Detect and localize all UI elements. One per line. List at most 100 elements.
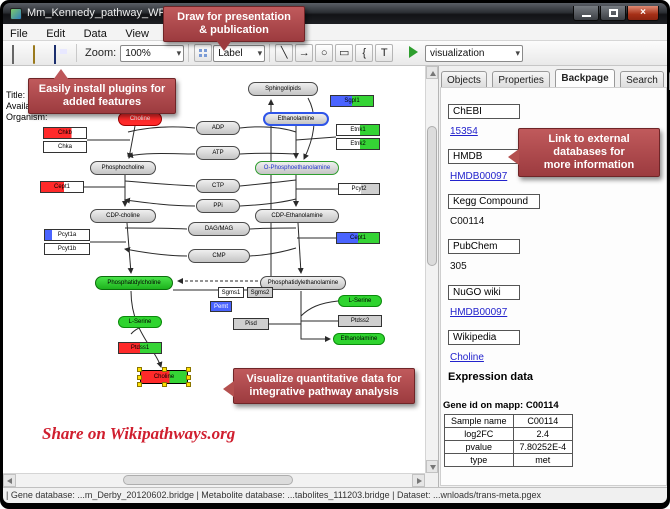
arrow-tool-button[interactable]: →	[295, 44, 314, 62]
selection-handle[interactable]	[137, 382, 142, 387]
callout-visualize: Visualize quantitative data for integrat…	[223, 368, 415, 404]
selection-handle[interactable]	[137, 375, 142, 380]
pathway-node-atp[interactable]: ATP	[196, 146, 240, 160]
table-cell: 7.80252E-4	[512, 440, 574, 454]
save-button[interactable]	[53, 44, 70, 64]
backpage-value-kegg: C00114	[450, 216, 485, 227]
pathway-node-cdp-ethanolamine[interactable]: CDP-Ethanolamine	[255, 209, 339, 223]
table-row: pvalue 7.80252E-4	[444, 440, 574, 454]
line-tool-button[interactable]: ╲	[275, 44, 294, 62]
zoom-combobox[interactable]: 100%▾	[120, 44, 185, 62]
toolbar-separator	[188, 44, 190, 62]
pathway-node-sphingolipids[interactable]: Sphingolipids	[248, 82, 318, 96]
pathway-node-etnk1[interactable]: Etnk1	[336, 124, 380, 136]
pathway-node-sgms1[interactable]: Sgms1	[218, 287, 244, 298]
pathway-node-pemt[interactable]: Pemt	[210, 301, 232, 312]
pathway-node-chkb[interactable]: Chkb	[43, 127, 87, 139]
pathway-node-phosphatidylethanolamine[interactable]: Phosphatidylethanolamine	[260, 276, 346, 290]
brace-tool-button[interactable]: {	[355, 44, 374, 62]
scroll-down-button[interactable]	[426, 460, 438, 473]
pathway-node-l-serine-1[interactable]: L-Serine	[338, 295, 382, 307]
selection-handle[interactable]	[186, 375, 191, 380]
pathway-node-pisd[interactable]: Pisd	[233, 318, 269, 330]
close-button[interactable]: ×	[627, 6, 659, 21]
share-annotation-text: Share on Wikipathways.org	[42, 424, 236, 443]
tab-search[interactable]: Search	[620, 71, 664, 90]
table-row: type met	[444, 453, 574, 467]
new-file-icon	[12, 44, 14, 64]
pathway-node-phosphocholine[interactable]: Phosphocholine	[90, 161, 156, 175]
selection-handle[interactable]	[162, 367, 167, 372]
pathway-node-sgms2[interactable]: Sgms2	[247, 287, 273, 298]
chevron-down-icon: ▾	[515, 48, 520, 58]
maximize-button[interactable]	[600, 6, 626, 21]
oval-tool-button[interactable]: ○	[315, 44, 334, 62]
backpage-link-hmdb[interactable]: HMDB00097	[450, 171, 508, 182]
menubar: File Edit Data View Plugins Help	[3, 24, 667, 41]
pathway-node-phosphatidylcholine[interactable]: Phosphatidylcholine	[95, 276, 173, 290]
horizontal-scrollbar[interactable]	[3, 473, 425, 487]
selection-tool-button[interactable]	[194, 44, 213, 62]
visualization-combobox[interactable]: visualization▾	[425, 45, 523, 62]
callout-arrow-down-icon	[216, 40, 232, 51]
pathway-node-ctp[interactable]: CTP	[196, 179, 240, 193]
pathway-node-pcyt1b[interactable]: Pcyt1b	[44, 243, 90, 255]
pathway-node-o-phosphoethanolamine[interactable]: O-Phosphoethanolamine	[255, 161, 339, 175]
rectangle-tool-button[interactable]: ▭	[335, 44, 354, 62]
callout-arrow-up-icon	[53, 69, 69, 80]
menu-file[interactable]: File	[10, 28, 28, 40]
backpage-link-chebi[interactable]: 15354	[450, 126, 478, 137]
visualization-icon	[409, 46, 418, 58]
backpage-header-wikipedia: Wikipedia	[448, 330, 520, 345]
new-file-button[interactable]	[11, 44, 28, 64]
open-button[interactable]	[32, 44, 49, 64]
titlebar: Mm_Kennedy_pathway_WP1771_45176.gpml ×	[3, 3, 667, 24]
gene-id-line: Gene id on mapp: C00114	[443, 400, 559, 411]
backpage-link-wikipedia[interactable]: Choline	[450, 352, 484, 363]
pathway-node-ptdss2[interactable]: Ptdss2	[338, 315, 382, 327]
backpage-header-kegg: Kegg Compound	[448, 194, 540, 209]
backpage-link-nugo[interactable]: HMDB00097	[450, 307, 508, 318]
pathway-node-l-serine-2[interactable]: L-Serine	[118, 316, 162, 328]
table-cell: met	[512, 453, 574, 467]
scroll-up-button[interactable]	[426, 66, 438, 79]
scroll-right-button[interactable]	[412, 474, 425, 487]
pathway-node-pcyt2[interactable]: Pcyt2	[338, 183, 380, 195]
tab-properties[interactable]: Properties	[492, 71, 550, 90]
pathway-node-sgpl1[interactable]: Sgpl1	[330, 95, 374, 107]
vertical-scrollbar[interactable]	[425, 66, 438, 473]
selection-handle[interactable]	[137, 367, 142, 372]
zoom-label: Zoom:	[85, 47, 117, 59]
pathway-node-adp[interactable]: ADP	[196, 121, 240, 135]
pathway-node-ethanolamine[interactable]: Ethanolamine	[263, 112, 329, 126]
pathway-node-choline[interactable]: Choline	[118, 112, 162, 126]
pathway-node-chka[interactable]: Chka	[43, 141, 87, 153]
pathway-node-cdp-choline[interactable]: CDP-choline	[90, 209, 156, 223]
horizontal-scrollbar-thumb[interactable]	[123, 475, 293, 485]
callout-arrow-left-icon	[223, 381, 234, 397]
pathway-node-ptdss1[interactable]: Ptdss1	[118, 342, 162, 354]
pathway-node-pcyt1a[interactable]: Pcyt1a	[44, 229, 90, 241]
open-folder-icon	[33, 44, 35, 64]
text-label-tool-button[interactable]: T	[375, 44, 394, 62]
selection-handle[interactable]	[186, 382, 191, 387]
selection-handle[interactable]	[162, 382, 167, 387]
pathway-node-ethanolamine-2[interactable]: Ethanolamine	[333, 333, 385, 345]
vertical-scrollbar-thumb[interactable]	[427, 126, 437, 266]
pathway-node-dag-mag[interactable]: DAG/MAG	[188, 222, 250, 236]
pathway-node-ppi[interactable]: PPi	[196, 199, 240, 213]
pathway-node-etnk2[interactable]: Etnk2	[336, 138, 380, 150]
scroll-left-button[interactable]	[3, 474, 16, 487]
pathway-node-cept1-2[interactable]: Cept1	[336, 232, 380, 244]
expression-data-title: Expression data	[448, 371, 533, 383]
menu-view[interactable]: View	[125, 28, 149, 40]
menu-edit[interactable]: Edit	[46, 28, 66, 40]
pathway-canvas[interactable]: Title: Availability: Organism:	[3, 66, 425, 473]
pathway-node-cept1[interactable]: Cept1	[40, 181, 84, 193]
minimize-button[interactable]	[573, 6, 599, 21]
selection-handle[interactable]	[186, 367, 191, 372]
backpage-value-pubchem: 305	[450, 261, 467, 272]
menu-data[interactable]: Data	[83, 28, 107, 40]
pathway-node-choline-selected[interactable]: Choline	[137, 367, 191, 387]
pathway-node-cmp[interactable]: CMP	[188, 249, 250, 263]
